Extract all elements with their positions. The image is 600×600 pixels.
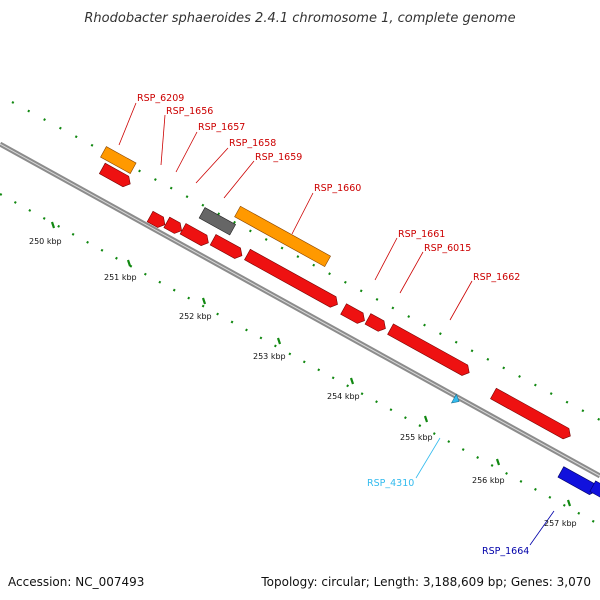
- gene-feature-RSP_1656[interactable]: [146, 210, 168, 230]
- kbp-label: 251 kbp: [104, 273, 137, 282]
- gene-feature-RSP_1657[interactable]: [163, 216, 185, 236]
- gene-feature-RSP_4310[interactable]: [450, 393, 461, 406]
- gene-feature-blue-right-2[interactable]: [589, 480, 600, 512]
- map-title: Rhodobacter sphaeroides 2.4.1 chromosome…: [84, 11, 515, 26]
- kbp-label: 254 kbp: [327, 392, 360, 401]
- gene-feature-RSP_1662[interactable]: [387, 323, 473, 378]
- kbp-label: 250 kbp: [29, 237, 62, 246]
- gene-label-RSP_1656[interactable]: RSP_1656: [166, 106, 213, 117]
- gene-feature-RSP_6015[interactable]: [364, 313, 388, 334]
- kbp-label: 257 kbp: [544, 519, 577, 528]
- gene-feature-RSP_1658[interactable]: [198, 207, 236, 236]
- kbp-labels: 250 kbp 251 kbp 252 kbp 253 kbp 254 kbp …: [29, 237, 577, 528]
- gene-label-RSP_1659[interactable]: RSP_1659: [255, 152, 302, 163]
- gene-label-RSP_1657[interactable]: RSP_1657: [198, 122, 245, 133]
- gene-label-RSP_4310[interactable]: RSP_4310: [367, 478, 414, 489]
- gene-feature-cds-10[interactable]: [490, 387, 573, 441]
- gene-label-RSP_6015[interactable]: RSP_6015: [424, 243, 471, 254]
- kbp-label: 253 kbp: [253, 352, 286, 361]
- gene-labels: RSP_6209 RSP_1656 RSP_1657 RSP_1658 RSP_…: [137, 93, 529, 557]
- label-leaders: [118, 102, 555, 546]
- gene-label-RSP_1662[interactable]: RSP_1662: [473, 272, 520, 283]
- outer-tick-track: [11, 101, 600, 421]
- gene-label-RSP_1658[interactable]: RSP_1658: [229, 138, 276, 149]
- chromosome-backbone: [0, 141, 600, 479]
- scale-ticks: [50, 221, 572, 507]
- gene-feature-RSP_1659[interactable]: [209, 234, 245, 260]
- kbp-label: 256 kbp: [472, 476, 505, 485]
- gene-feature-cds-6[interactable]: [244, 248, 340, 309]
- gene-feature-RSP_1661[interactable]: [340, 303, 368, 326]
- accession-text: Accession: NC_007493: [8, 575, 144, 589]
- gene-feature-RSP_6209[interactable]: [100, 146, 137, 174]
- kbp-label: 255 kbp: [400, 433, 433, 442]
- gene-feature-RSP_1660[interactable]: [234, 205, 331, 268]
- gene-label-RSP_6209[interactable]: RSP_6209: [137, 93, 184, 104]
- topology-text: Topology: circular; Length: 3,188,609 bp…: [260, 575, 591, 589]
- gene-feature-cds-4[interactable]: [179, 223, 211, 249]
- gene-label-RSP_1660[interactable]: RSP_1660: [314, 183, 361, 194]
- gene-features: [98, 146, 600, 512]
- kbp-label: 252 kbp: [179, 312, 212, 321]
- gene-feature-cds-1[interactable]: [98, 162, 133, 189]
- gene-label-RSP_1664[interactable]: RSP_1664: [482, 546, 529, 557]
- gene-label-RSP_1661[interactable]: RSP_1661: [398, 229, 445, 240]
